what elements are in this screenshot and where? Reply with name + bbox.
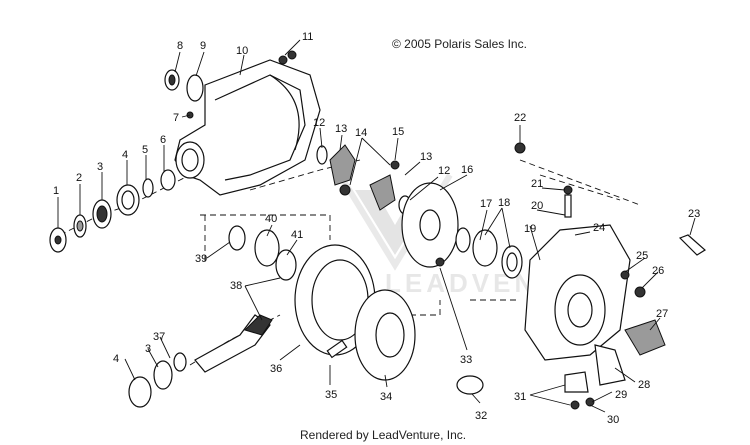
callout-19: 19 [524,223,536,235]
callout-22: 22 [514,112,526,124]
callout-17: 17 [480,198,492,210]
leader-lines [57,39,696,413]
callout-5: 5 [142,144,148,156]
callout-29: 29 [615,389,627,401]
callout-27: 27 [656,308,668,320]
callout-38: 38 [230,280,242,292]
callout-25: 25 [636,250,648,262]
callout-9: 9 [200,40,206,52]
carrier-assembly [401,182,523,279]
callout-30: 30 [607,414,619,426]
callout-4b: 4 [113,353,119,365]
callout-39: 39 [195,253,207,265]
callout-41: 41 [291,229,303,241]
callout-6: 6 [160,134,166,146]
callout-32: 32 [475,410,487,422]
rendered-by-text: Rendered by LeadVenture, Inc. [300,428,467,442]
input-shaft-stack [49,169,176,253]
callout-36: 36 [270,363,282,375]
callout-14: 14 [355,127,367,139]
callout-12: 12 [313,117,325,129]
callouts: 1 2 3 4 5 6 7 8 9 10 11 12 13 14 15 13 1… [53,31,700,426]
callout-34: 34 [380,391,392,403]
callout-40: 40 [265,213,277,225]
gear-case-housing [164,50,321,196]
callout-7: 7 [173,112,179,124]
callout-11: 11 [302,31,313,43]
callout-13: 13 [335,123,347,135]
callout-4: 4 [122,149,128,161]
callout-18: 18 [498,197,510,209]
callout-13b: 13 [420,151,432,163]
callout-8: 8 [177,40,183,52]
callout-10: 10 [236,45,248,57]
callout-23: 23 [688,208,700,220]
callout-37: 37 [153,331,165,343]
callout-21: 21 [531,178,543,190]
callout-26: 26 [652,265,664,277]
callout-1: 1 [53,185,59,197]
callout-35: 35 [325,389,337,401]
output-case [514,142,707,410]
copyright-text: © 2005 Polaris Sales Inc. [392,37,527,51]
ring-gear-pinion [128,225,484,408]
callout-20: 20 [531,200,543,212]
callout-15: 15 [392,126,404,138]
callout-16: 16 [461,164,473,176]
callout-28: 28 [638,379,650,391]
callout-33: 33 [460,354,472,366]
callout-12b: 12 [438,165,450,177]
callout-3: 3 [97,161,103,173]
callout-3b: 3 [145,343,151,355]
callout-24: 24 [593,222,605,234]
callout-2: 2 [76,172,82,184]
callout-31: 31 [514,391,526,403]
